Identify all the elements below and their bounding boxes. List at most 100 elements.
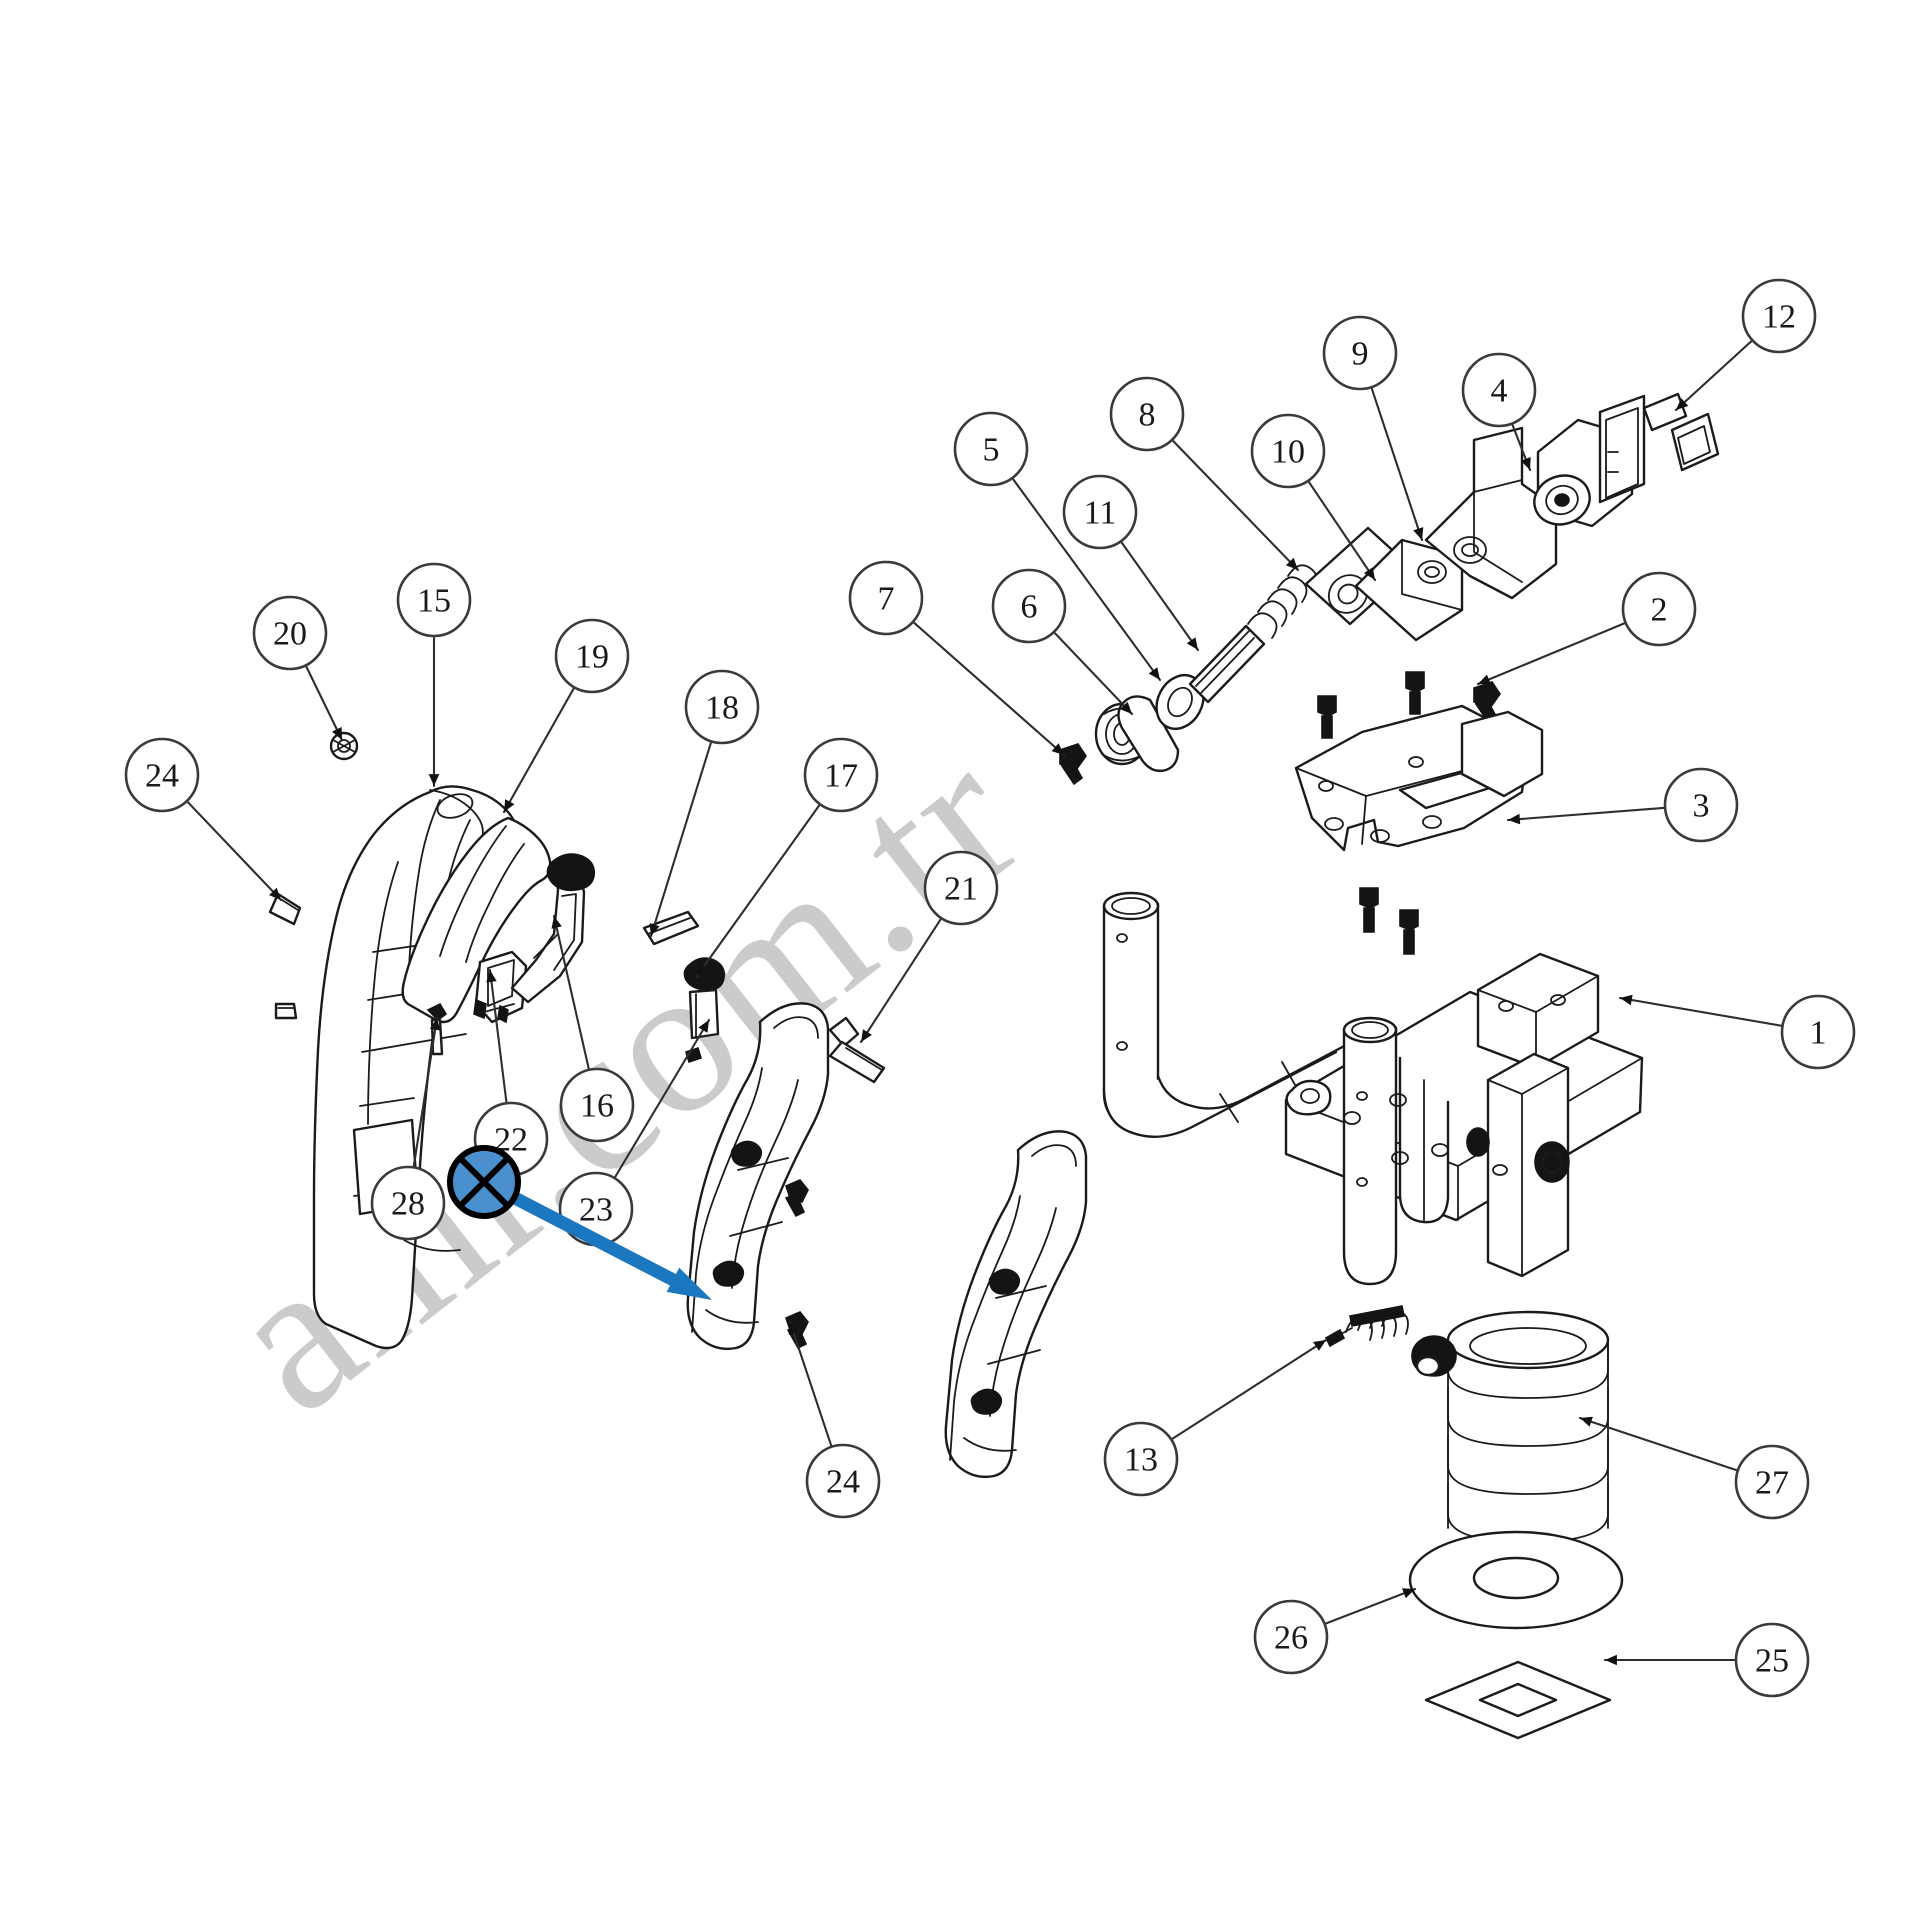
callout-bubble[interactable] — [1103, 1421, 1179, 1497]
callout-7[interactable]: 7 — [848, 560, 1066, 757]
leader-arrowhead — [861, 1029, 872, 1042]
callout-5[interactable]: 5 — [953, 411, 1162, 682]
part-coil-spring-27 — [1411, 1310, 1610, 1543]
callout-bubble[interactable] — [991, 568, 1067, 644]
callout-bubble[interactable] — [124, 737, 200, 813]
leader-arrowhead — [1676, 398, 1689, 410]
leader-arrowhead — [551, 916, 562, 929]
part-spring-13 — [1324, 1305, 1409, 1348]
leader-line — [1119, 540, 1200, 652]
callout-3[interactable]: 3 — [1506, 767, 1739, 843]
callout-number: 6 — [1021, 589, 1038, 626]
callout-bubble[interactable] — [1734, 1444, 1810, 1520]
callout-24[interactable]: 24 — [788, 1320, 881, 1519]
callout-bubble[interactable] — [396, 562, 472, 638]
callout-number: 20 — [273, 616, 307, 653]
callout-bubble[interactable] — [1780, 994, 1856, 1070]
callout-number: 15 — [417, 583, 451, 620]
callout-number: 21 — [944, 871, 978, 908]
leader-arrowhead — [1313, 1340, 1326, 1351]
callout-13[interactable]: 13 — [1103, 1338, 1328, 1497]
callout-bubble[interactable] — [252, 595, 328, 671]
callout-bubble[interactable] — [1741, 278, 1817, 354]
callout-6[interactable]: 6 — [991, 568, 1134, 716]
callout-bubble[interactable] — [370, 1165, 446, 1241]
callout-bubble[interactable] — [1734, 1622, 1810, 1698]
callout-layer: 1234567891011121315161718192021222324252… — [124, 278, 1856, 1698]
leader-line — [1578, 1416, 1739, 1472]
callout-27[interactable]: 27 — [1578, 1416, 1810, 1520]
leader-line — [412, 1016, 439, 1169]
callout-23[interactable]: 23 — [558, 1018, 711, 1247]
callout-20[interactable]: 20 — [252, 595, 344, 742]
callout-1[interactable]: 1 — [1618, 994, 1856, 1070]
callout-bubble[interactable] — [805, 1443, 881, 1519]
part-nut-20 — [329, 731, 359, 761]
callout-26[interactable]: 26 — [1253, 1587, 1417, 1675]
callout-21[interactable]: 21 — [859, 850, 999, 1044]
callout-bubble[interactable] — [953, 411, 1029, 487]
callout-22[interactable]: 22 — [473, 968, 549, 1177]
annotation-crosshair-line-b — [457, 1155, 511, 1209]
callout-8[interactable]: 8 — [1109, 376, 1300, 572]
leader-line — [1170, 1338, 1328, 1441]
leader-arrowhead — [269, 887, 281, 900]
callout-bubble[interactable] — [1250, 413, 1326, 489]
callout-bubble[interactable] — [803, 737, 879, 813]
leader-arrowhead — [697, 963, 709, 976]
leader-line — [1476, 621, 1627, 686]
callout-16[interactable]: 16 — [551, 914, 635, 1143]
part-roller-assembly-4 — [1533, 394, 1646, 528]
callout-number: 12 — [1762, 299, 1796, 336]
leader-arrowhead — [1580, 1416, 1593, 1427]
callout-17[interactable]: 17 — [695, 737, 879, 978]
callout-bubble[interactable] — [554, 618, 630, 694]
callout-number: 1 — [1810, 1015, 1827, 1052]
leader-arrowhead — [1186, 637, 1198, 650]
callout-2[interactable]: 2 — [1476, 571, 1697, 686]
part-curved-cover-19 — [401, 816, 552, 1024]
callout-19[interactable]: 19 — [502, 618, 630, 814]
leader-line — [488, 968, 508, 1105]
leader-arrowhead — [788, 1322, 799, 1335]
callout-bubble[interactable] — [1253, 1599, 1329, 1675]
leader-arrowhead — [1478, 674, 1491, 685]
part-screw-24-lower-left — [274, 1002, 298, 1020]
callout-bubble[interactable] — [848, 560, 924, 636]
callout-24[interactable]: 24 — [124, 737, 283, 902]
callout-18[interactable]: 18 — [649, 669, 760, 938]
leader-arrowhead — [428, 774, 440, 786]
callout-bubble[interactable] — [1322, 315, 1398, 391]
callout-bubble[interactable] — [1062, 474, 1138, 550]
callout-11[interactable]: 11 — [1062, 474, 1200, 652]
leader-arrowhead — [332, 727, 342, 740]
part-arm-rear — [944, 1130, 1088, 1479]
callout-number: 25 — [1755, 1643, 1789, 1680]
callout-9[interactable]: 9 — [1322, 315, 1424, 542]
annotation-marker-group[interactable] — [447, 1145, 712, 1300]
callout-number: 17 — [824, 758, 858, 795]
callout-number: 2 — [1651, 592, 1668, 629]
callout-bubble[interactable] — [559, 1067, 635, 1143]
callout-12[interactable]: 12 — [1674, 278, 1817, 412]
callout-bubble[interactable] — [923, 850, 999, 926]
callout-number: 10 — [1271, 434, 1305, 471]
callout-4[interactable]: 4 — [1461, 352, 1537, 472]
callout-number: 19 — [575, 639, 609, 676]
callout-bubble[interactable] — [1621, 571, 1697, 647]
callout-bubble[interactable] — [1109, 376, 1185, 452]
part-spring-11 — [1247, 564, 1318, 639]
callout-25[interactable]: 25 — [1603, 1622, 1810, 1698]
callout-28[interactable]: 28 — [370, 1016, 446, 1241]
part-clip-22 — [473, 950, 528, 1024]
part-screws-below-plate — [1359, 887, 1419, 955]
callout-bubble[interactable] — [1461, 352, 1537, 428]
leader-arrowhead — [649, 923, 660, 936]
callout-number: 13 — [1124, 1442, 1158, 1479]
callout-15[interactable]: 15 — [396, 562, 472, 788]
annotation-arrow-shaft — [488, 1179, 685, 1291]
callout-bubble[interactable] — [1663, 767, 1739, 843]
callout-bubble[interactable] — [684, 669, 760, 745]
part-washer-26 — [1408, 1530, 1624, 1630]
callout-10[interactable]: 10 — [1250, 413, 1377, 582]
